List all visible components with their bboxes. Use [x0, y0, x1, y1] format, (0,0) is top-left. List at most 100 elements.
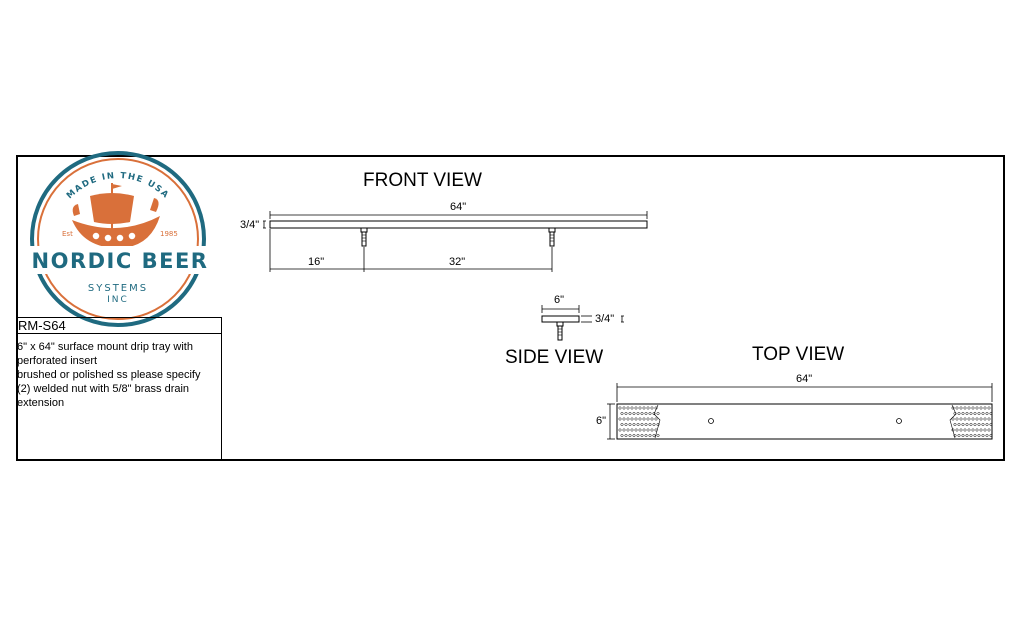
perforation-hole [985, 412, 989, 415]
perforation-hole [636, 412, 640, 415]
perforation-hole [622, 406, 626, 410]
perforation-hole [967, 406, 971, 410]
perforation-hole [632, 434, 636, 437]
perforation-hole [981, 412, 985, 415]
perforation-hole [640, 423, 644, 426]
perforation-hole [959, 406, 963, 410]
perforation-hole [989, 423, 993, 426]
perforation-hole [620, 412, 624, 415]
logo-outer-ring [30, 151, 206, 327]
perforation-hole [965, 412, 969, 415]
perforation-hole [971, 428, 975, 432]
perforation-hole [965, 434, 969, 437]
perforation-hole [955, 428, 959, 432]
perforation-hole [626, 417, 630, 421]
perforation-hole [620, 434, 624, 437]
perforation-hole [971, 417, 975, 421]
description-line: (2) welded nut with 5/8" brass drain ext… [17, 383, 190, 409]
perforation-hole [656, 423, 660, 426]
perforation-hole [975, 417, 979, 421]
perforation-hole [644, 412, 648, 415]
perforation-hole [654, 417, 658, 421]
front-spacing-label: 32" [449, 256, 466, 268]
perforation-hole [630, 417, 634, 421]
perforation-hole [983, 406, 987, 410]
perforation-hole [959, 428, 963, 432]
perforation-hole [624, 412, 628, 415]
perforation-hole [953, 423, 957, 426]
perforation-hole [628, 434, 632, 437]
perforation-hole [979, 406, 983, 410]
part-number: RM-S64 [17, 318, 222, 334]
perforation-pattern-left [618, 406, 660, 437]
perforation-hole [987, 428, 991, 432]
perforation-hole [969, 412, 973, 415]
front-thickness-label: 3/4" [240, 219, 260, 231]
perforation-hole [971, 406, 975, 410]
perforation-hole [630, 428, 634, 432]
perforation-hole [618, 406, 622, 410]
perforation-hole [648, 423, 652, 426]
front-drain-fitting-1 [360, 227, 368, 247]
perforation-hole [973, 423, 977, 426]
perforation-hole [983, 428, 987, 432]
perforation-hole [977, 434, 981, 437]
perforation-hole [640, 434, 644, 437]
perforation-hole [967, 417, 971, 421]
perforation-hole [983, 417, 987, 421]
side-thickness-label: 3/4" [595, 313, 615, 325]
perforation-hole [632, 412, 636, 415]
perforation-hole [652, 412, 656, 415]
perforation-hole [973, 412, 977, 415]
top-view [607, 383, 993, 440]
perforation-hole [638, 428, 642, 432]
logo-brand-name: NORDIC BEER [32, 249, 209, 273]
perforation-hole [642, 428, 646, 432]
perforation-hole [973, 434, 977, 437]
perforation-hole [987, 406, 991, 410]
perforation-hole [620, 423, 624, 426]
perforation-hole [618, 417, 622, 421]
side-tray-body [541, 315, 580, 323]
perforation-hole [957, 434, 961, 437]
perforation-hole [959, 417, 963, 421]
side-view [541, 305, 624, 341]
perforation-hole [646, 417, 650, 421]
perforation-hole [965, 423, 969, 426]
perforation-hole [957, 412, 961, 415]
perforation-hole [634, 406, 638, 410]
perforation-hole [634, 428, 638, 432]
perforation-hole [953, 434, 957, 437]
perforation-hole [652, 434, 656, 437]
perforation-hole [622, 428, 626, 432]
description-line: 6" x 64" surface mount drip tray with pe… [17, 341, 193, 367]
top-drain-hole-1 [708, 418, 714, 424]
perforation-hole [961, 412, 965, 415]
front-drain-fitting-2 [548, 227, 556, 247]
perforation-hole [981, 423, 985, 426]
perforation-hole [642, 406, 646, 410]
perforation-hole [981, 434, 985, 437]
top-length-label: 64" [796, 373, 813, 385]
perforation-hole [636, 423, 640, 426]
company-logo: MADE IN THE USA Est 1985 NORDIC BEER SYS… [30, 151, 210, 327]
front-tray-body [269, 220, 648, 229]
perforation-hole [624, 423, 628, 426]
perforation-hole [628, 412, 632, 415]
perforation-hole [955, 417, 959, 421]
perforation-hole [618, 428, 622, 432]
perforation-hole [626, 406, 630, 410]
side-width-label: 6" [554, 294, 565, 306]
description: 6" x 64" surface mount drip tray with pe… [17, 340, 221, 410]
logo-est-label: Est [62, 230, 73, 238]
perforation-hole [644, 423, 648, 426]
perforation-pattern-right [951, 406, 993, 437]
top-tray-body [616, 403, 993, 440]
perforation-hole [624, 434, 628, 437]
viking-ship-icon [72, 183, 160, 248]
front-offset-label: 16" [308, 256, 325, 268]
perforation-hole [646, 428, 650, 432]
perforation-hole [985, 423, 989, 426]
perforation-hole [656, 434, 660, 437]
